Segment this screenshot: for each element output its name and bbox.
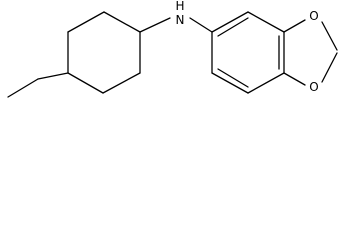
bond-ring-nitrogen — [139, 17, 171, 33]
bond-methylene-oxygen-lower — [321, 52, 338, 83]
amine-hydrogen-label: H — [175, 0, 184, 13]
bond-methyl-ethyl — [7, 78, 39, 98]
structure-diagram: H N O O — [7, 0, 338, 98]
oxygen-upper-label: O — [309, 9, 318, 23]
oxygen-lower-label: O — [309, 80, 318, 94]
cyclohexane-ring — [67, 11, 141, 94]
benzene-bond-4 — [247, 72, 285, 94]
benzene-bond-2 — [247, 11, 285, 33]
cyclohexane-bond-1 — [67, 72, 104, 94]
amine-nitrogen-label: N — [176, 13, 185, 27]
bond-oxygen-upper-methylene — [321, 21, 338, 51]
benzene-bond-1 — [211, 11, 249, 33]
dioxole-ring: O O — [283, 9, 338, 94]
bond-ethyl-ring — [37, 72, 69, 80]
bond-nitrogen-aryl — [189, 17, 213, 33]
bond-aryl-oxygen-lower — [283, 72, 306, 86]
bond-aryl-oxygen-upper — [283, 19, 306, 33]
cyclohexane-bond-4 — [103, 11, 141, 33]
cyclohexane-bond-2 — [102, 72, 141, 94]
benzene-ring — [211, 11, 285, 94]
amine-linker: H N — [139, 0, 213, 33]
ethyl-group — [7, 72, 69, 98]
benzene-inner-double-bond-1 — [217, 17, 249, 37]
cyclohexane-bond-5 — [67, 11, 105, 33]
benzene-bond-5 — [211, 72, 249, 94]
benzene-inner-double-bond-3 — [217, 68, 249, 88]
